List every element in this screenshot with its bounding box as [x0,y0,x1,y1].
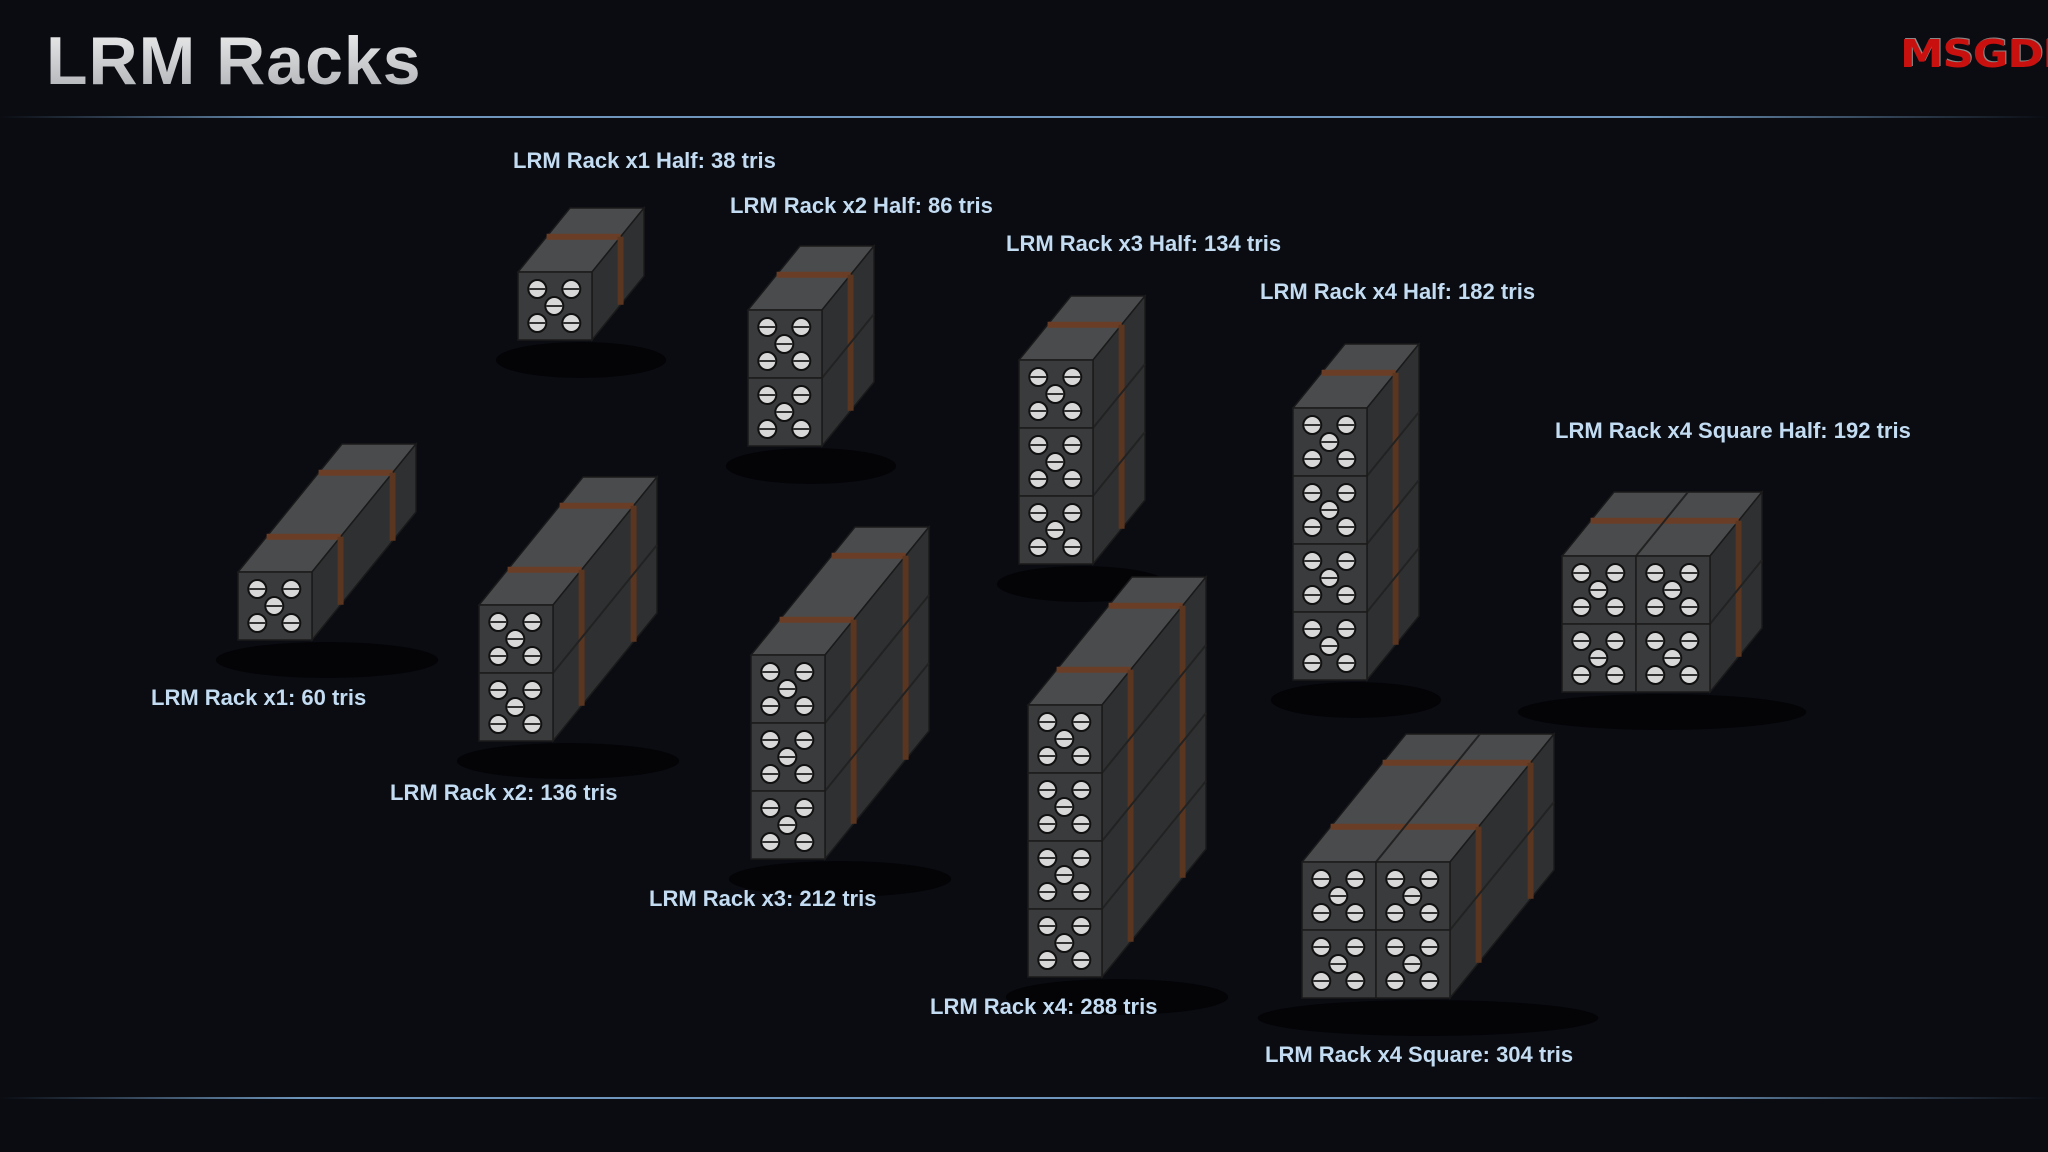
rack-seam [1092,431,1146,497]
rack-shadow [1257,1000,1599,1036]
rack-x4-half [1270,341,1442,718]
rack-x4-square [1257,731,1599,1036]
rack-seam [1101,644,1207,774]
page-title: LRM Racks [46,23,422,99]
rack-seam [1366,411,1420,477]
label-x4-square-half: LRM Rack x4 Square Half: 192 tris [1555,418,1911,443]
bottom-divider [0,1097,2048,1099]
label-x1: LRM Rack x1: 60 tris [151,685,367,710]
rack-shadow [1005,979,1229,1015]
rack-seam [1635,491,1689,557]
rack-x4 [1005,574,1229,1015]
rack-seam [824,662,930,792]
label-x2-half: LRM Rack x2 Half: 86 tris [730,193,993,218]
rack-shadow [215,642,439,678]
rack-seam [1366,547,1420,613]
rack-x2 [456,474,680,779]
rack-x2-half [725,243,897,484]
msgdi-logo: MSGDI [1900,32,2048,76]
label-x3-half: LRM Rack x3 Half: 134 tris [1006,231,1282,256]
label-x3: LRM Rack x3: 212 tris [649,886,877,911]
rack-shadow [495,342,667,378]
rack-x3-half [996,293,1168,602]
rack-x1-half [495,205,667,378]
label-x2: LRM Rack x2: 136 tris [390,780,618,805]
rack-seam [1101,780,1207,910]
rack-seam [1449,801,1555,931]
label-x4-half: LRM Rack x4 Half: 182 tris [1260,279,1536,304]
rack-seam [824,594,930,724]
label-x4: LRM Rack x4: 288 tris [930,994,1158,1019]
top-divider [0,116,2048,118]
rack-seam [821,313,875,379]
rack-seam [1101,712,1207,842]
rack-x1 [215,441,439,678]
rack-shadow [456,743,680,779]
label-x1-half: LRM Rack x1 Half: 38 tris [513,148,776,173]
rack-seam [1092,363,1146,429]
label-x4-square: LRM Rack x4 Square: 304 tris [1265,1042,1574,1067]
rack-seam [1709,559,1763,625]
rack-shadow [1270,682,1442,718]
rack-x3 [728,524,952,897]
rack-seam [552,544,658,674]
rack-x4-square-half [1517,489,1807,730]
rack-shadow [1517,694,1807,730]
rack-shadow [725,448,897,484]
rack-seam [1375,733,1481,863]
rack-seam [1366,479,1420,545]
rack-shadow [728,861,952,897]
